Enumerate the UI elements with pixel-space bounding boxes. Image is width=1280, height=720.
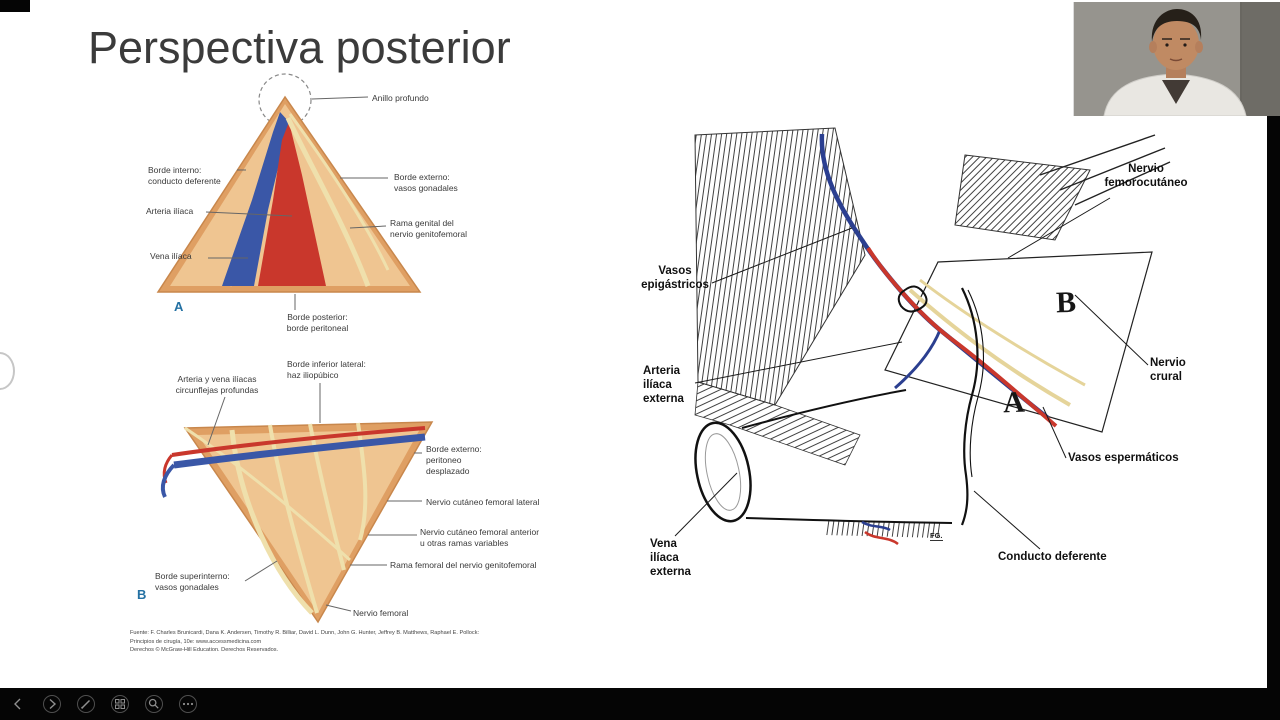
external-iliac-artery-line [866, 246, 1058, 428]
figure-b-diagram [160, 383, 434, 624]
label-borde-interno: Borde interno: conducto deferente [148, 165, 221, 187]
label-nervio-femoral: Nervio femoral [353, 608, 409, 618]
chevron-right-icon [43, 695, 61, 713]
top-left-bar [0, 0, 30, 12]
region-letter-a: A [1002, 385, 1026, 420]
panel-label-a: A [174, 299, 184, 314]
artist-signature: FG. [930, 531, 943, 541]
label-arteria-iliaca-externa: Arteria ilíaca externa [643, 365, 684, 405]
internal-ring-tangle [897, 285, 928, 313]
pen-tool-button[interactable] [76, 694, 96, 714]
label-haz-iliopubico: Borde inferior lateral: haz iliopúbico [287, 359, 366, 381]
pen-icon [77, 695, 95, 713]
more-options-button[interactable] [178, 694, 198, 714]
label-anillo-profundo: Anillo profundo [372, 93, 429, 103]
gonadal-vessels-strand [288, 113, 390, 271]
next-slide-button[interactable] [42, 694, 62, 714]
previous-slide-button[interactable] [8, 694, 28, 714]
circumflex-vein [173, 433, 426, 469]
page-title: Perspectiva posterior [88, 22, 511, 73]
label-arteria-iliaca: Arteria ilíaca [146, 206, 194, 216]
label-circunflejas: Arteria y vena ilíacas circunflejas prof… [175, 374, 259, 396]
circumflex-artery [171, 426, 426, 457]
label-nervio-crural: Nervio crural [1150, 357, 1186, 383]
grid-icon [111, 695, 129, 713]
figure-b-leader-lines [207, 383, 422, 612]
presenter-hair [1151, 9, 1202, 42]
figure-a-leader-lines [205, 96, 388, 310]
chevron-left-icon [14, 698, 21, 710]
region-letter-b: B [1055, 285, 1077, 320]
label-vena-iliaca: Vena ilíaca [150, 251, 192, 261]
label-borde-superinterno: Borde superinterno: vasos gonadales [155, 571, 230, 593]
see-all-slides-button[interactable] [110, 694, 130, 714]
vas-deferens-line [897, 285, 985, 526]
genital-branch-nerve [285, 116, 371, 287]
label-vena-iliaca-externa: Vena ilíaca externa [650, 538, 691, 578]
circumflex-vein-curl [160, 463, 176, 498]
label-vasos-espermaticos: Vasos espermáticos [1068, 452, 1179, 464]
presenter-shirt [1162, 80, 1190, 104]
label-rama-femoral: Rama femoral del nervio genitofemoral [390, 560, 537, 570]
webcam-video[interactable] [1073, 2, 1280, 116]
bottom-bar [0, 688, 1280, 720]
slideshow-toolbar [8, 688, 198, 720]
dissection-triangle-outline [884, 251, 1153, 433]
label-nervio-cutaneo-anterior: Nervio cutáneo femoral anterior u otras … [420, 527, 540, 549]
label-vasos-epigastricos: Vasos epigástricos [641, 265, 709, 291]
deep-ring-dashed-circle [258, 73, 312, 127]
presenter-portrait [1074, 2, 1280, 116]
figure-a-diagram [156, 73, 422, 310]
hand-sketch-diagram [674, 127, 1171, 550]
label-nervio-femorocutaneo: Nervio femorocutáneo [1104, 163, 1188, 189]
edge-annotation-arc [0, 352, 15, 390]
muscle-hatching [694, 127, 1171, 538]
iliac-vein-shape [222, 112, 289, 286]
label-borde-posterior: Borde posterior: borde peritoneal [286, 312, 349, 334]
spermatic-vessels-line [908, 288, 1071, 407]
presenter-face [1153, 18, 1199, 70]
zoom-button[interactable] [144, 694, 164, 714]
source-citation: Fuente: F. Charles Brunicardi, Dana K. A… [130, 630, 480, 654]
label-nervio-cutaneo-lateral: Nervio cutáneo femoral lateral [426, 497, 540, 507]
iliac-artery-shape [258, 122, 326, 286]
background-door [1242, 2, 1280, 116]
vena-iliaca-tube [694, 389, 953, 524]
sketch-leader-lines [674, 197, 1149, 550]
magnifier-icon [145, 695, 163, 713]
label-rama-genital: Rama genital del nervio genitofemoral [390, 218, 468, 240]
right-edge-bar [1267, 116, 1280, 688]
label-conducto-deferente: Conducto deferente [998, 551, 1107, 563]
ellipsis-icon [179, 695, 197, 713]
label-borde-externo-a: Borde externo: vasos gonadales [394, 172, 458, 194]
label-peritoneo-desplazado: Borde externo: peritoneo desplazado [426, 444, 482, 477]
panel-label-b: B [137, 587, 147, 602]
